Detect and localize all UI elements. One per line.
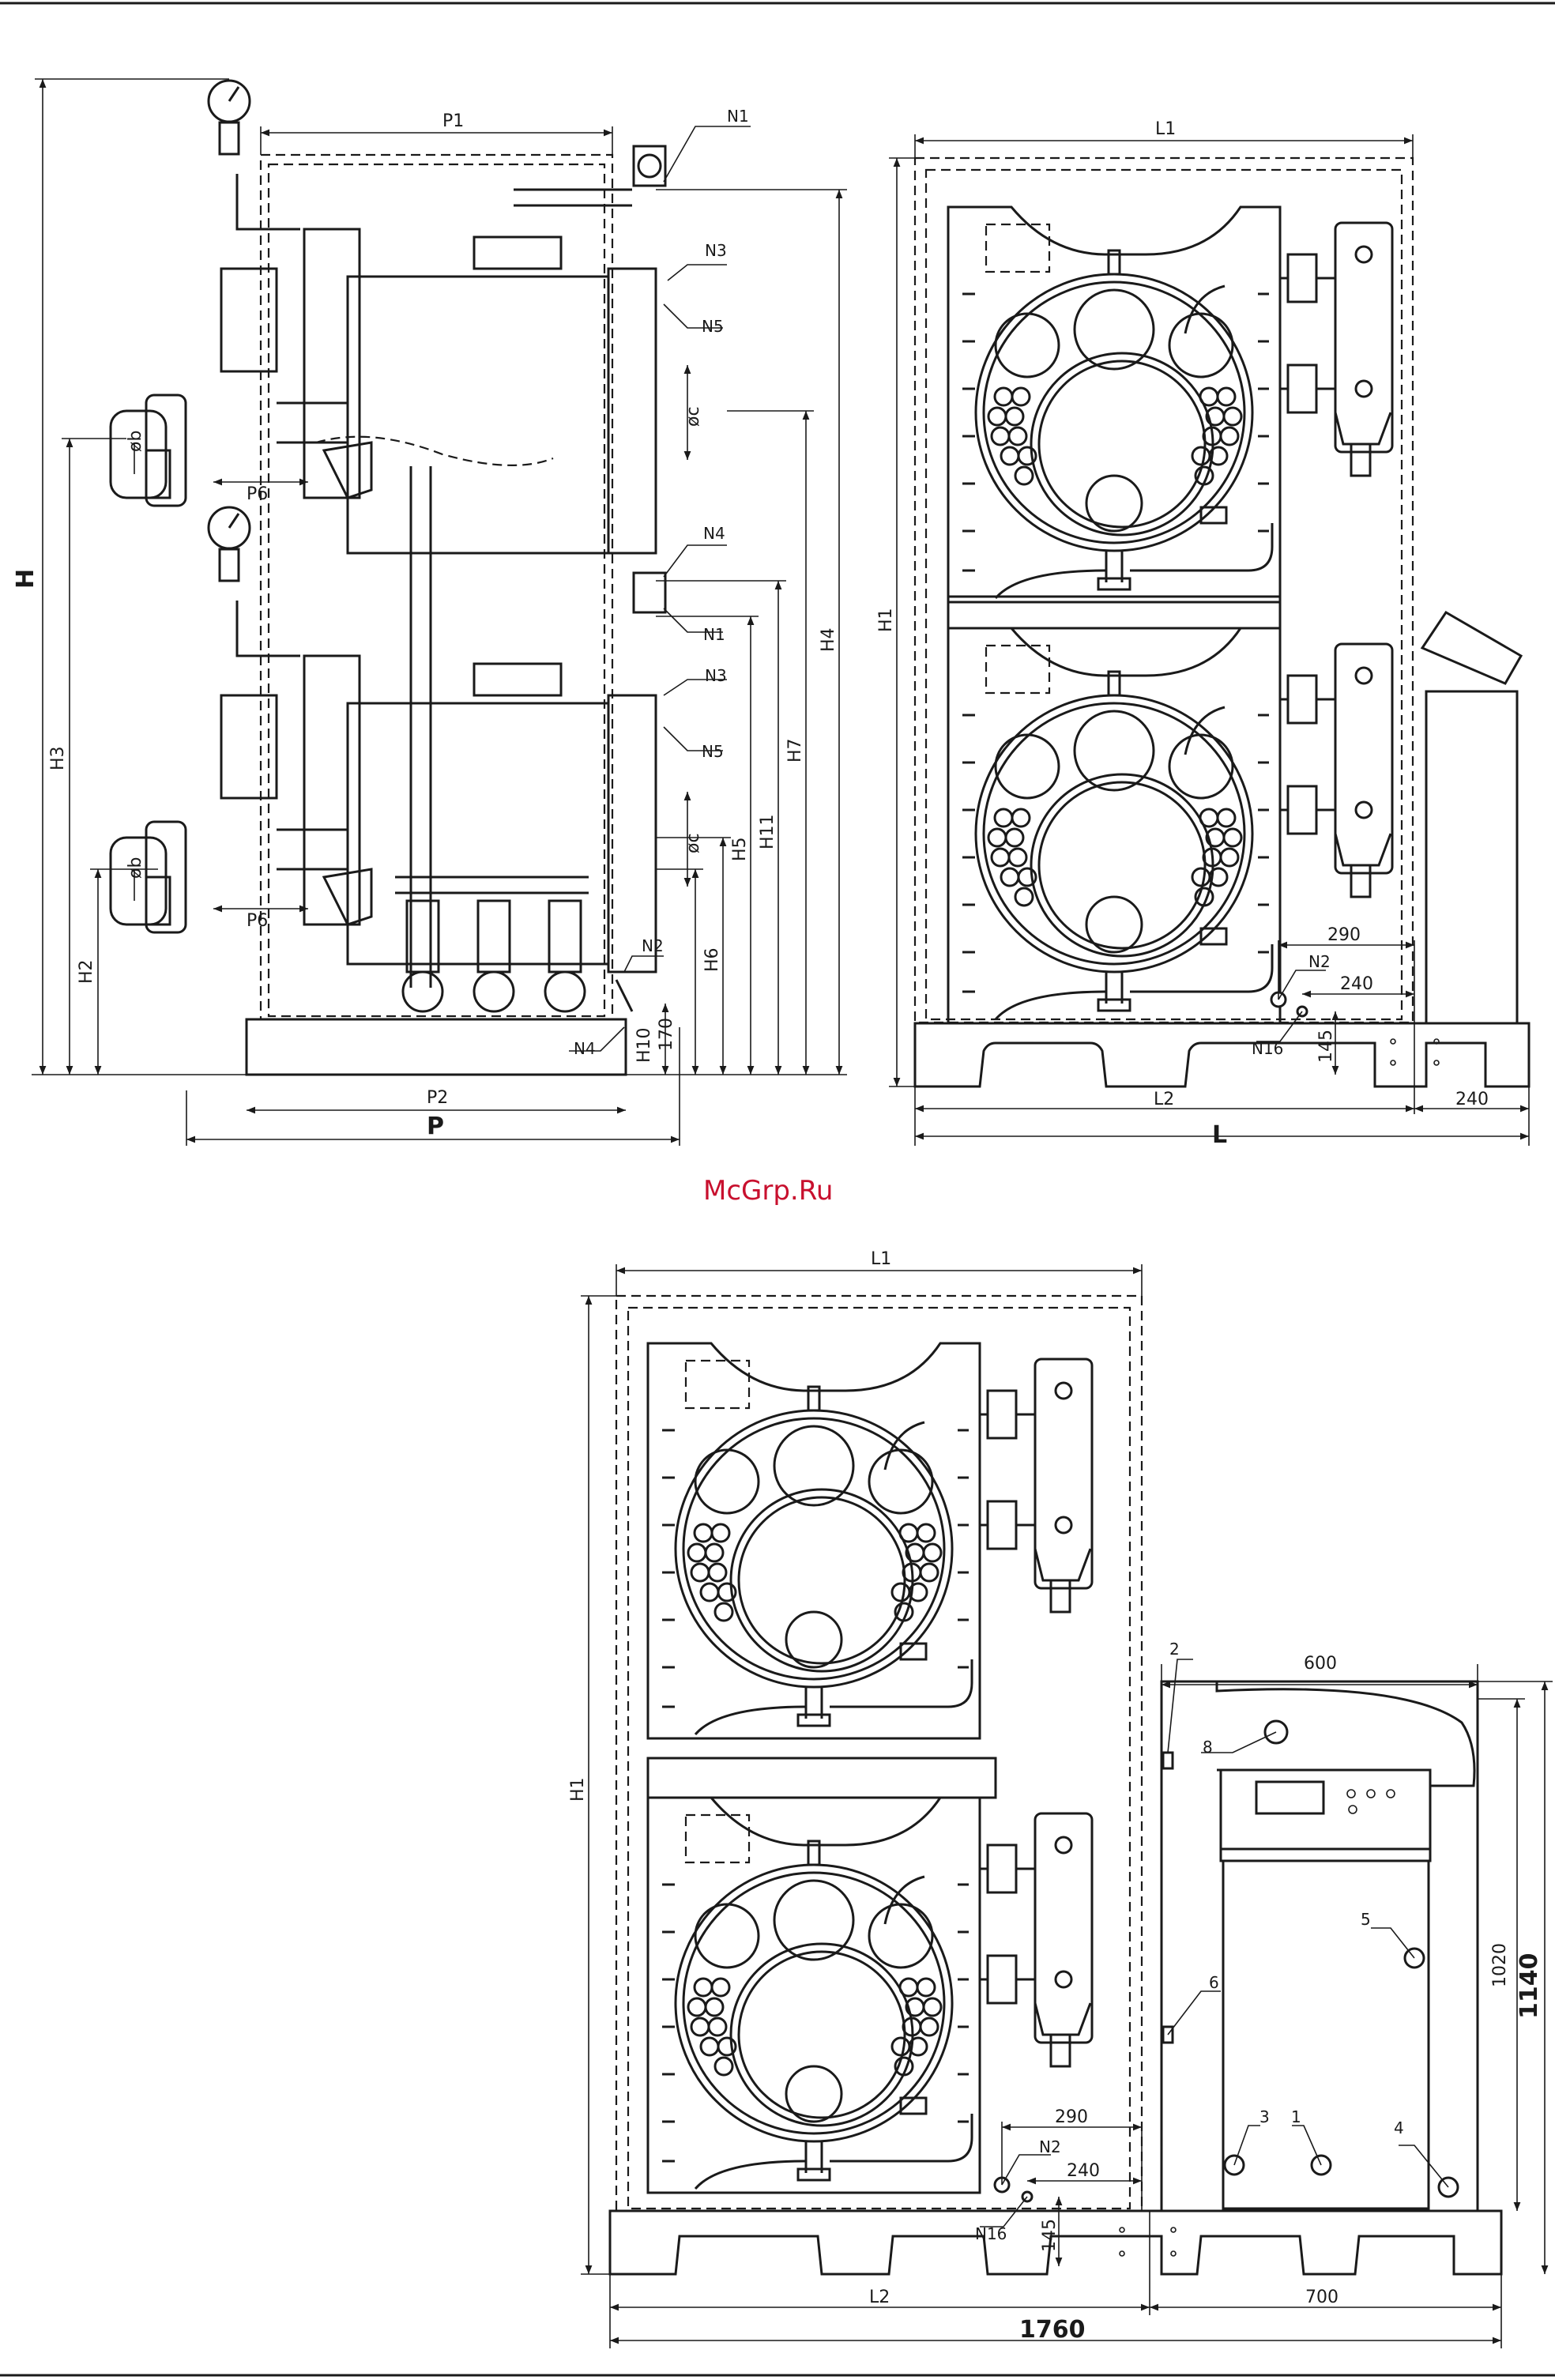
dim-P6-lower: P6: [247, 911, 268, 931]
dim-P6-upper: P6: [247, 484, 268, 504]
callout-1: 1: [1291, 2107, 1301, 2126]
callout-N5-lower: N5: [702, 742, 724, 761]
callout-5: 5: [1361, 1910, 1371, 1929]
dim-P: P: [427, 1113, 444, 1140]
front-view: L1 H1 L2 240 L 290 240 145 N2 N16: [876, 119, 1529, 1149]
bottom-dim-600: 600: [1304, 1654, 1337, 1674]
front-dim-240-base: 240: [1455, 1090, 1489, 1109]
dim-H: H: [12, 569, 40, 589]
bottom-dim-L1: L1: [871, 1249, 891, 1269]
bottom-dim-290: 290: [1055, 2107, 1088, 2127]
front-dim-L: L: [1212, 1121, 1227, 1149]
dim-H11: H11: [758, 814, 778, 849]
bottom-view: L1 H1 L2 700 1760 600 1020 1140 290 240 …: [568, 1249, 1553, 2348]
front-dim-H1: H1: [876, 608, 896, 632]
dim-b-lower: øb: [126, 857, 145, 879]
callout-N1-upper: N1: [727, 107, 749, 126]
dim-b-upper: øb: [126, 431, 145, 452]
callout-3: 3: [1259, 2107, 1270, 2126]
dim-c-lower: øc: [683, 833, 703, 853]
callout-2: 2: [1169, 1640, 1180, 1659]
callout-N3-lower: N3: [705, 666, 727, 685]
bottom-dim-L2: L2: [869, 2288, 890, 2307]
side-view: H H3 H2 øb øb P6 P6 P1 P2 P: [12, 79, 847, 1146]
callout-N4-lower: N4: [574, 1039, 596, 1058]
bottom-dim-1020: 1020: [1490, 1943, 1510, 1987]
front-dim-L2: L2: [1154, 1090, 1174, 1109]
callout-8: 8: [1203, 1738, 1213, 1757]
front-dim-L1: L1: [1155, 119, 1176, 139]
dim-c-upper: øc: [683, 406, 703, 427]
dim-H10: H10: [634, 1027, 654, 1063]
dim-P2: P2: [427, 1088, 448, 1108]
dim-H3: H3: [48, 746, 68, 770]
front-dim-145: 145: [1316, 1030, 1336, 1063]
callout-6: 6: [1209, 1973, 1219, 1992]
callout-N4-upper: N4: [703, 524, 725, 543]
callout-N1-lower: N1: [703, 625, 725, 644]
dim-P1: P1: [442, 111, 464, 131]
dim-H4: H4: [819, 627, 838, 652]
dim-H2: H2: [77, 959, 96, 984]
dim-170: 170: [657, 1018, 676, 1051]
front-callout-N16: N16: [1252, 1039, 1283, 1058]
bottom-dim-240: 240: [1067, 2161, 1100, 2181]
front-dim-240: 240: [1340, 974, 1373, 994]
front-dim-290: 290: [1327, 925, 1361, 945]
watermark: McGrp.Ru: [703, 1175, 833, 1207]
dim-H6: H6: [702, 947, 722, 972]
bottom-dim-145: 145: [1040, 2219, 1060, 2252]
bottom-callout-N2: N2: [1039, 2137, 1061, 2156]
front-callout-N2: N2: [1308, 952, 1331, 971]
callout-4: 4: [1394, 2118, 1404, 2137]
bottom-dim-1140: 1140: [1515, 1953, 1543, 2020]
dim-H5: H5: [730, 837, 750, 861]
callout-N3-upper: N3: [705, 241, 727, 260]
callout-N5-upper: N5: [702, 317, 724, 336]
bottom-dim-H1: H1: [568, 1777, 588, 1802]
bottom-callout-N16: N16: [975, 2224, 1007, 2243]
dim-H7: H7: [785, 738, 805, 763]
callout-N2: N2: [642, 936, 664, 955]
bottom-dim-700: 700: [1305, 2288, 1339, 2307]
bottom-dim-1760: 1760: [1019, 2316, 1086, 2344]
